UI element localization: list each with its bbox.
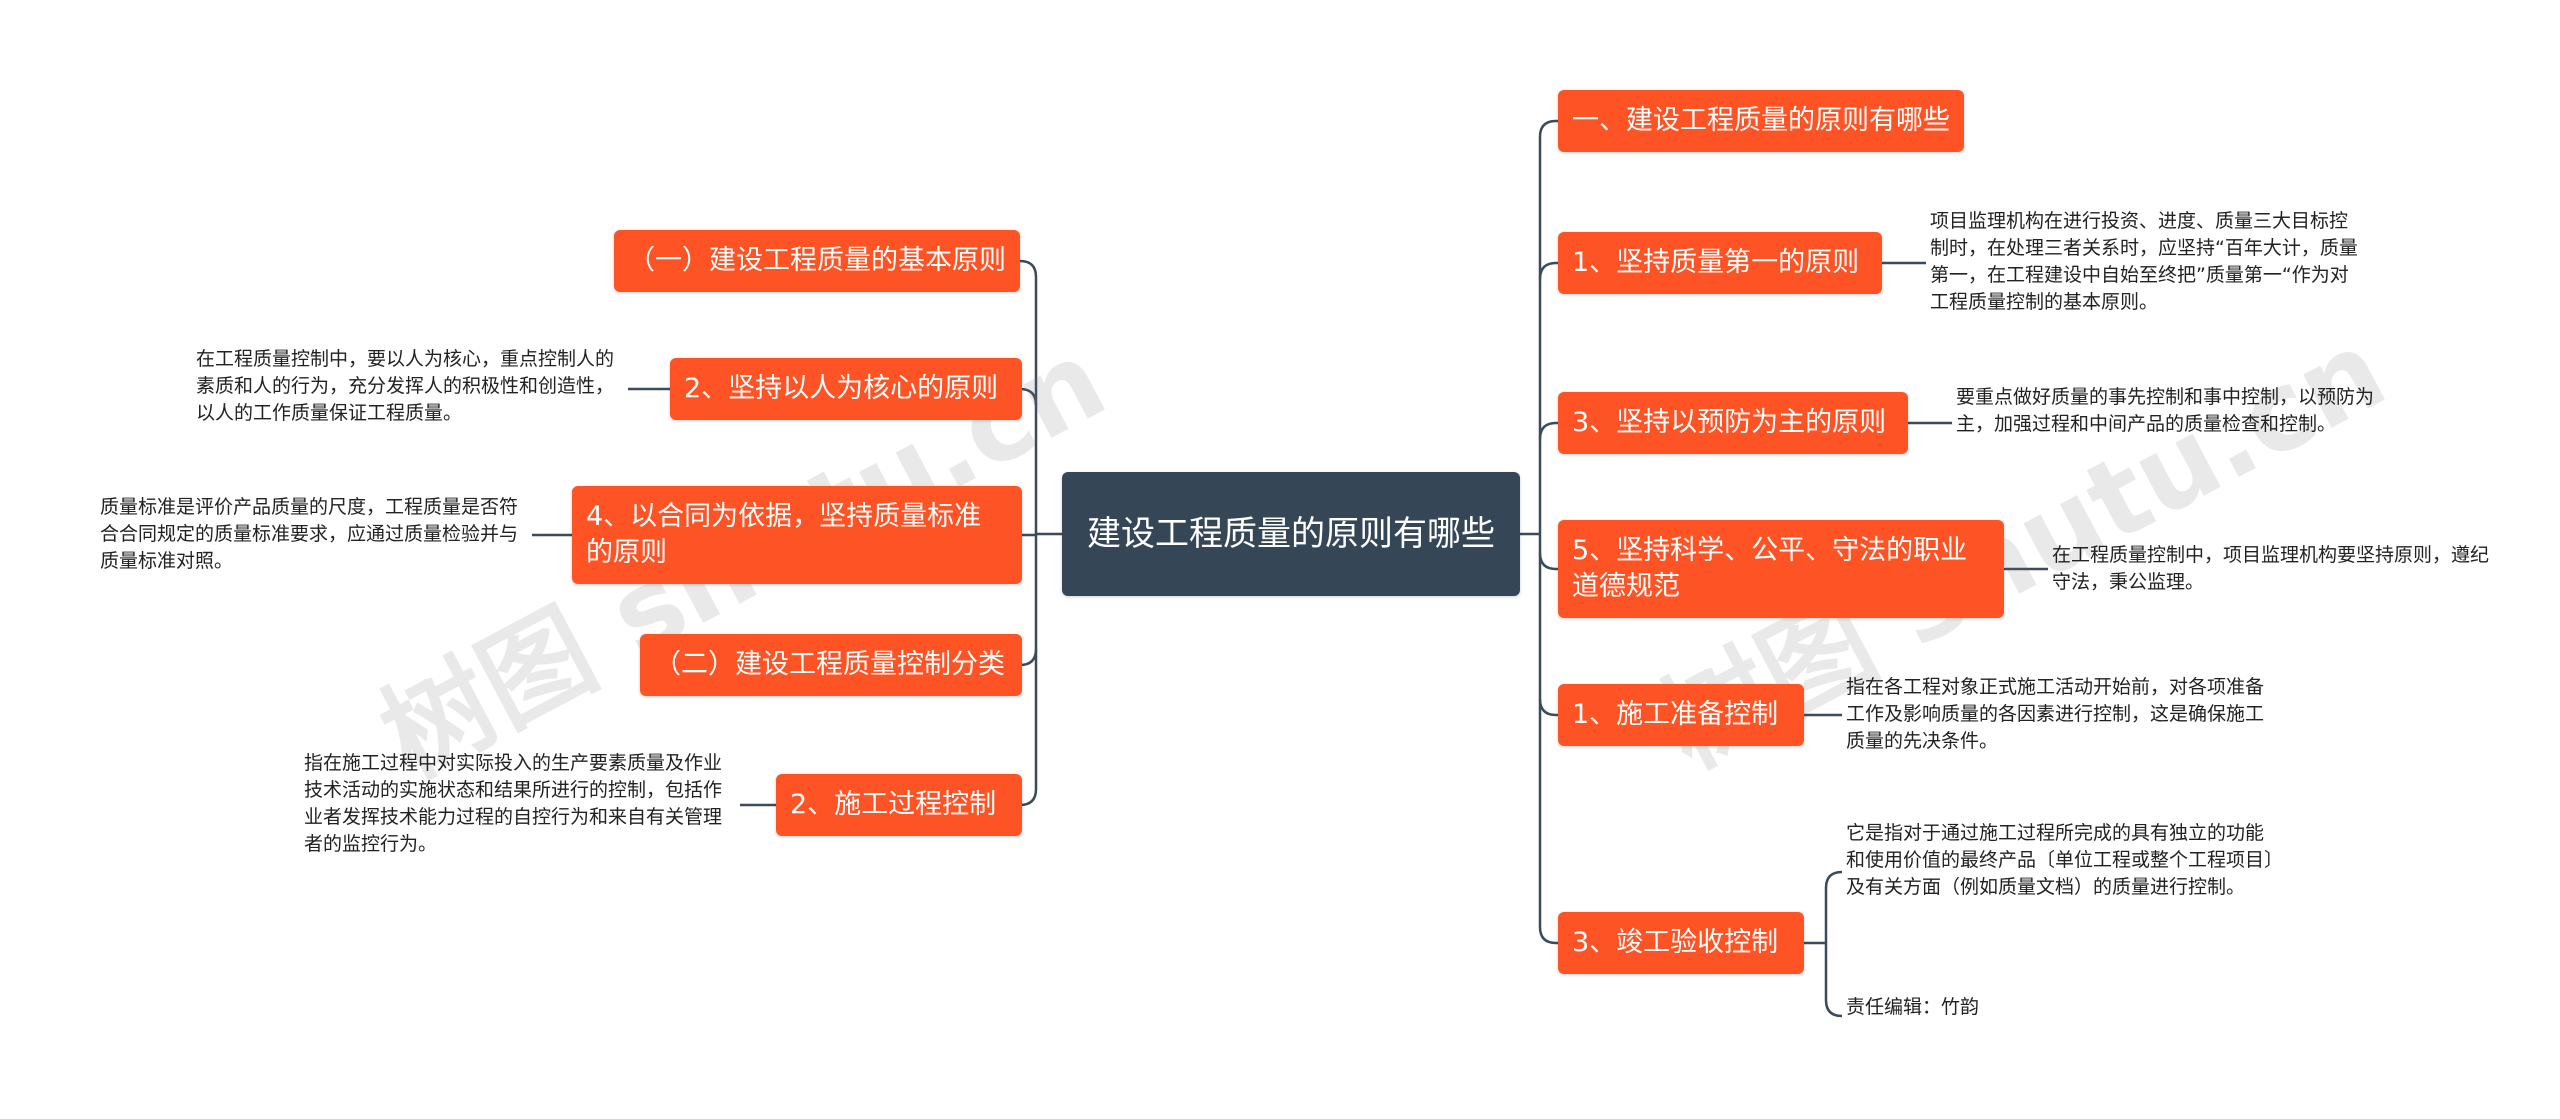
topic-label: （二）建设工程质量控制分类 (654, 649, 1005, 680)
note-acceptance-control: 它是指对于通过施工过程所完成的具有独立的功能和使用价值的最终产品〔单位工程或整个… (1846, 822, 2274, 898)
topic-construction-process[interactable]: 2、施工过程控制 (776, 774, 1022, 836)
topic-label: 3、竣工验收控制 (1572, 927, 1779, 958)
topic-label: 1、坚持质量第一的原则 (1572, 247, 1860, 278)
note-contract-standard: 质量标准是评价产品质量的尺度，工程质量是否符合合同规定的质量标准要求，应通过质量… (100, 496, 519, 572)
topic-acceptance-control[interactable]: 3、竣工验收控制 (1558, 912, 1804, 974)
topic-basic-principles[interactable]: （一）建设工程质量的基本原则 (614, 230, 1020, 292)
central-topic[interactable]: 建设工程质量的原则有哪些 (1062, 472, 1520, 596)
link-left-2 (1019, 387, 1038, 406)
link-left-4 (1019, 648, 1038, 667)
link-right-6 (1538, 926, 1558, 945)
topic-what-principles[interactable]: 一、建设工程质量的原则有哪些 (1558, 90, 1964, 152)
topic-quality-first[interactable]: 1、坚持质量第一的原则 (1558, 232, 1882, 294)
note-editor: 责任编辑：竹韵 (1846, 996, 1980, 1018)
topic-control-classification[interactable]: （二）建设工程质量控制分类 (640, 634, 1022, 696)
topic-label: 1、施工准备控制 (1572, 699, 1779, 730)
topic-prevention-first[interactable]: 3、坚持以预防为主的原则 (1558, 392, 1908, 454)
link-left-1 (1019, 259, 1038, 278)
note-professional-ethics: 在工程质量控制中，项目监理机构要坚持原则，遵纪守法，秉公监理。 (2052, 544, 2490, 593)
link-right-1 (1538, 119, 1558, 138)
topic-label: （一）建设工程质量的基本原则 (628, 245, 1006, 276)
topic-preparation-control[interactable]: 1、施工准备控制 (1558, 684, 1804, 746)
topic-label: 2、施工过程控制 (790, 789, 997, 820)
central-topic-label: 建设工程质量的原则有哪些 (1087, 514, 1495, 554)
topic-label: 4、以合同为依据，坚持质量标准的原则 (586, 501, 982, 568)
note-people-centered: 在工程质量控制中，要以人为核心，重点控制人的素质和人的行为，充分发挥人的积极性和… (196, 348, 615, 424)
note-preparation-control: 指在各工程对象正式施工活动开始前，对各项准备工作及影响质量的各因素进行控制，这是… (1846, 676, 2265, 752)
topic-label: 5、坚持科学、公平、守法的职业道德规范 (1572, 535, 1968, 602)
link-right-3 (1538, 421, 1558, 440)
topic-people-centered[interactable]: 2、坚持以人为核心的原则 (670, 358, 1022, 420)
link-left-5 (1019, 788, 1038, 807)
topic-contract-standard[interactable]: 4、以合同为依据，坚持质量标准的原则 (572, 486, 1022, 584)
topic-label: 3、坚持以预防为主的原则 (1572, 407, 1887, 438)
note-construction-process: 指在施工过程中对实际投入的生产要素质量及作业技术活动的实施状态和结果所进行的控制… (304, 752, 723, 855)
bracket-right-6 (1824, 870, 1843, 1018)
link-right-5 (1538, 698, 1558, 717)
link-right-4 (1538, 552, 1558, 571)
link-right-2 (1538, 261, 1558, 280)
topic-label: 2、坚持以人为核心的原则 (684, 373, 999, 404)
note-quality-first: 项目监理机构在进行投资、进度、质量三大目标控制时，在处理三者关系时，应坚持“百年… (1930, 210, 2358, 313)
topic-label: 一、建设工程质量的原则有哪些 (1572, 105, 1950, 136)
topic-professional-ethics[interactable]: 5、坚持科学、公平、守法的职业道德规范 (1558, 520, 2004, 618)
note-prevention-first: 要重点做好质量的事先控制和事中控制，以预防为主，加强过程和中间产品的质量检查和控… (1956, 386, 2375, 435)
